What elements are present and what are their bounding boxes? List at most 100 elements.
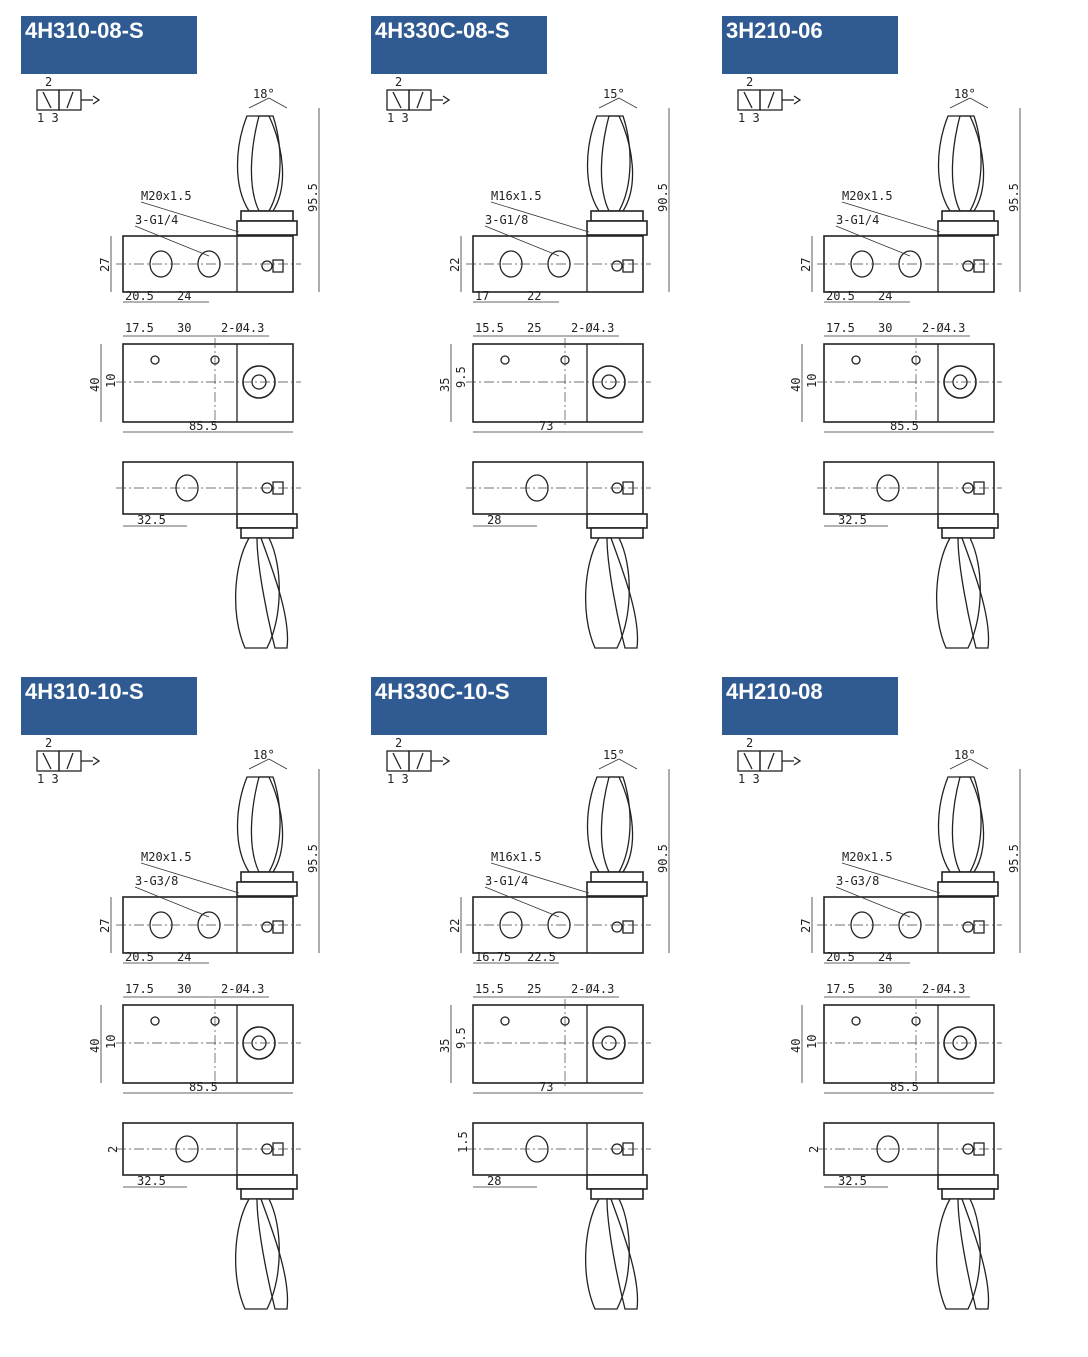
- port-spacing-2: 22.5: [527, 950, 556, 964]
- dimensions-side: 17.5 30 2-Ø4.3 40 10 85.5: [789, 321, 994, 433]
- dimensions-side: 15.5 25 2-Ø4.3 35 9.5 73: [438, 982, 643, 1094]
- hole-spec: 2-Ø4.3: [221, 982, 264, 996]
- dimensions-front: 15° 90.5 M16x1.5 3-G1/8 22 17 22: [448, 87, 670, 303]
- lever-handle-top: [586, 115, 648, 236]
- port-spacing-1: 16.75: [475, 950, 511, 964]
- body-length: 73: [539, 1080, 553, 1094]
- port-spacing-1: 20.5: [826, 950, 855, 964]
- valve-symbol-icon: 2 1 3: [36, 736, 101, 786]
- overall-height: 90.5: [656, 183, 670, 212]
- dimensions-front: 18° 95.5 M20x1.5 3-G1/4 27 20.5 24: [799, 87, 1021, 303]
- model-title: 3H210-06: [722, 16, 898, 74]
- valve-technical-drawing: 2 1 3 15°: [386, 736, 670, 1310]
- hole-offset: 10: [104, 374, 118, 388]
- lever-handle-top: [937, 776, 999, 897]
- symbol-ports-1-3: 1 3: [387, 772, 409, 786]
- lever-angle: 15°: [603, 87, 625, 101]
- valve-drawing-4: 4H310-10-S 2 1 3: [21, 677, 361, 1337]
- port-spacing-2: 24: [177, 950, 191, 964]
- hole-spec: 2-Ø4.3: [571, 982, 614, 996]
- hole-spacing-1: 15.5: [475, 982, 504, 996]
- model-title: 4H310-08-S: [21, 16, 197, 74]
- symbol-port-2: 2: [746, 75, 753, 89]
- hole-spacing-2: 30: [177, 321, 191, 335]
- overall-height: 95.5: [306, 183, 320, 212]
- hole-offset: 9.5: [454, 366, 468, 388]
- hole-spec: 2-Ø4.3: [571, 321, 614, 335]
- bottom-port-dim: 32.5: [137, 1174, 166, 1188]
- body-length: 85.5: [189, 419, 218, 433]
- dimensions-front: 18° 95.5 M20x1.5 3-G3/8 27 20.5 24: [98, 748, 320, 964]
- bottom-port-dim: 32.5: [838, 1174, 867, 1188]
- lever-angle: 18°: [253, 748, 275, 762]
- valve-body-front: [116, 235, 301, 293]
- body-width: 35: [438, 378, 452, 392]
- model-title: 4H210-08: [722, 677, 898, 735]
- lever-handle-top: [236, 115, 298, 236]
- port-spec: 3-G1/8: [485, 213, 528, 227]
- hole-spacing-1: 17.5: [826, 321, 855, 335]
- bottom-port-dim: 28: [487, 1174, 501, 1188]
- body-width: 35: [438, 1039, 452, 1053]
- port-spacing-1: 20.5: [125, 950, 154, 964]
- lever-handle-top: [236, 776, 298, 897]
- valve-drawing-2: 4H330C-08-S 2 1 3: [371, 16, 711, 676]
- valve-technical-drawing: 2 1 3 18°: [36, 75, 320, 649]
- model-title: 4H330C-10-S: [371, 677, 547, 735]
- port-spacing-1: 17: [475, 289, 489, 303]
- body-height: 27: [799, 258, 813, 272]
- hole-spacing-1: 15.5: [475, 321, 504, 335]
- valve-body-front: [466, 235, 651, 293]
- dimensions-front: 15° 90.5 M16x1.5 3-G1/4 22 16.75 22.5: [448, 748, 670, 964]
- valve-technical-drawing: 2 1 3 18°: [737, 75, 1021, 649]
- valve-body-side: [466, 338, 651, 426]
- hole-spacing-1: 17.5: [125, 982, 154, 996]
- lever-angle: 15°: [603, 748, 625, 762]
- hole-offset: 10: [104, 1035, 118, 1049]
- lever-angle: 18°: [954, 748, 976, 762]
- valve-body-front: [116, 896, 301, 954]
- bottom-side-dim: 2: [106, 1146, 120, 1153]
- dimensions-side: 15.5 25 2-Ø4.3 35 9.5 73: [438, 321, 643, 433]
- hole-offset: 10: [805, 1035, 819, 1049]
- body-width: 40: [88, 378, 102, 392]
- lever-handle-bottom: [234, 1174, 298, 1310]
- valve-body-bottom: 28: [466, 461, 651, 527]
- valve-body-bottom: 1.5 28: [456, 1122, 651, 1188]
- bottom-port-dim: 28: [487, 513, 501, 527]
- overall-height: 90.5: [656, 844, 670, 873]
- symbol-ports-1-3: 1 3: [387, 111, 409, 125]
- valve-symbol-icon: 2 1 3: [386, 75, 451, 125]
- thread-spec: M16x1.5: [491, 189, 542, 203]
- bottom-port-dim: 32.5: [137, 513, 166, 527]
- valve-technical-drawing: 2 1 3 15°: [386, 75, 670, 649]
- valve-technical-drawing: 2 1 3 18°: [737, 736, 1021, 1310]
- dimensions-front: 18° 95.5 M20x1.5 3-G3/8 27 20.5 24: [799, 748, 1021, 964]
- body-length: 85.5: [890, 419, 919, 433]
- valve-body-side: [466, 999, 651, 1087]
- valve-body-front: [817, 235, 1002, 293]
- body-height: 22: [448, 258, 462, 272]
- lever-handle-top: [937, 115, 999, 236]
- valve-body-side: [817, 338, 1002, 426]
- valve-drawing-1: 4H310-08-S 2 1 3: [21, 16, 361, 676]
- valve-technical-drawing: 2 1 3 18°: [36, 736, 320, 1310]
- valve-body-front: [466, 896, 651, 954]
- hole-spacing-1: 17.5: [826, 982, 855, 996]
- body-length: 85.5: [189, 1080, 218, 1094]
- hole-spec: 2-Ø4.3: [221, 321, 264, 335]
- valve-symbol-icon: 2 1 3: [737, 736, 802, 786]
- port-spec: 3-G1/4: [836, 213, 879, 227]
- hole-spacing-2: 30: [878, 321, 892, 335]
- port-spec: 3-G1/4: [485, 874, 528, 888]
- port-spec: 3-G3/8: [836, 874, 879, 888]
- symbol-ports-1-3: 1 3: [37, 111, 59, 125]
- valve-symbol-icon: 2 1 3: [386, 736, 451, 786]
- valve-symbol-icon: 2 1 3: [36, 75, 101, 125]
- valve-symbol-icon: 2 1 3: [737, 75, 802, 125]
- symbol-port-2: 2: [395, 75, 402, 89]
- body-length: 85.5: [890, 1080, 919, 1094]
- valve-body-side: [116, 338, 301, 426]
- bottom-side-dim: 2: [807, 1146, 821, 1153]
- dimensions-side: 17.5 30 2-Ø4.3 40 10 85.5: [88, 321, 293, 433]
